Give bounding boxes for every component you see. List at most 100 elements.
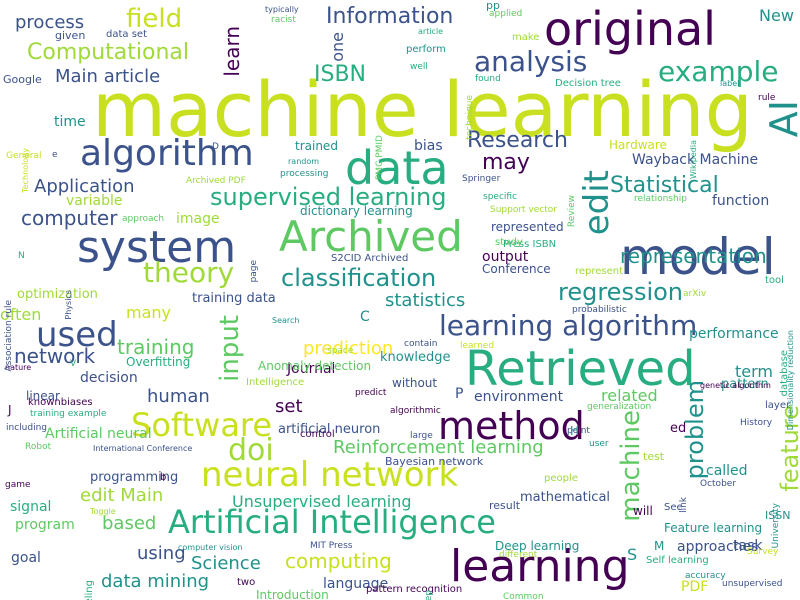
word-input: input <box>215 315 245 382</box>
word-control: control <box>300 429 335 440</box>
word-ai: AI <box>762 100 800 138</box>
word-statistics: statistics <box>385 290 466 311</box>
word-one: one <box>328 32 347 62</box>
word-large: large <box>410 431 433 441</box>
word-e: e <box>52 150 58 160</box>
word-problem: problem <box>681 380 709 480</box>
word-unsupervised-learning: Unsupervised learning <box>232 492 412 511</box>
word-n: N <box>18 251 25 261</box>
word-classification: classification <box>281 264 437 292</box>
word-predict: predict <box>355 388 387 398</box>
word-different: different <box>499 550 538 560</box>
word-c: C <box>360 309 370 325</box>
word-many: many <box>126 303 171 322</box>
word-including: including <box>6 423 47 433</box>
word-tool: tool <box>765 275 784 286</box>
word-represented: represented <box>491 220 564 234</box>
word-database: database <box>779 350 790 397</box>
word-learning-algorithm: learning algorithm <box>439 309 698 342</box>
word-page: page <box>249 260 259 283</box>
word-article: article <box>418 27 444 36</box>
word-using: using <box>137 543 186 564</box>
word-image: image <box>176 211 220 227</box>
word-b: b <box>160 472 167 483</box>
word-physics: Physics <box>64 290 73 320</box>
word-goal: goal <box>11 550 41 566</box>
word-association-rule: Association rule <box>4 300 14 372</box>
word-environment: environment <box>474 389 564 405</box>
word-space: space <box>327 346 354 356</box>
word-label: label <box>720 79 740 88</box>
word-often: often <box>0 305 42 324</box>
word-pmc-pmid: PMC PMID <box>375 135 385 181</box>
word-regression: regression <box>558 278 684 306</box>
word-training: training <box>117 335 195 359</box>
word-given: given <box>55 29 86 42</box>
word-original: original <box>544 2 716 56</box>
word-may: may <box>482 150 530 175</box>
word-term: term <box>735 362 773 381</box>
word-example: example <box>658 55 779 88</box>
word-task: task <box>733 538 763 554</box>
word-trained: trained <box>295 139 338 153</box>
word-output: output <box>482 249 529 265</box>
word-unsupervised: unsupervised <box>722 579 783 589</box>
word-generalization: generalization <box>587 402 652 412</box>
word-result: result <box>489 499 521 512</box>
word-support-vector: Support vector <box>490 205 557 215</box>
word-applied: applied <box>489 9 523 19</box>
word-j: J <box>8 403 12 417</box>
word-m: M <box>654 539 665 553</box>
word-computer: computer <box>21 206 118 230</box>
word-learning: learning <box>450 541 630 592</box>
word-google: Google <box>3 73 42 86</box>
word-training-data: training data <box>192 291 276 306</box>
word-rule: rule <box>758 93 776 103</box>
word-algorithm: algorithm <box>80 133 254 174</box>
word-data-set: data set <box>106 29 147 40</box>
word-edit-main: edit Main <box>80 485 164 506</box>
word-programming: programming <box>90 470 179 485</box>
word-october: October <box>700 479 737 489</box>
word-introduction: Introduction <box>256 588 329 600</box>
word-related: related <box>601 386 658 405</box>
word-s2cid-archived: S2CID Archived <box>331 253 409 264</box>
word-contain: contain <box>404 339 438 349</box>
word-program: program <box>15 517 75 533</box>
word-archived: Archived <box>279 212 463 261</box>
word-anomaly-detection: Anomaly detection <box>258 359 372 373</box>
word-make: make <box>512 32 540 43</box>
word-decision-tree: Decision tree <box>555 78 621 89</box>
word-isbn: ISBN <box>314 62 367 87</box>
word-linear: linear <box>26 389 60 403</box>
word-accuracy: accuracy <box>685 571 726 581</box>
word-statistical: Statistical <box>610 173 719 198</box>
word-algorithmic: algorithmic <box>390 406 441 416</box>
word-wikipedia: Wikipedia <box>689 140 698 180</box>
word-pdf: PDF <box>681 579 709 595</box>
word-variable: variable <box>66 193 123 209</box>
word-machine-learning: machine learning <box>92 65 753 154</box>
word-analysis: analysis <box>474 45 588 78</box>
word-feature-learning: Feature learning <box>664 521 763 535</box>
word-edit: edit <box>577 170 617 236</box>
word-supervised-learning: supervised learning <box>210 183 447 211</box>
word-signal: signal <box>10 499 52 515</box>
word-time: time <box>54 114 86 130</box>
word-computational: Computational <box>27 40 190 65</box>
word-pattern-recognition: pattern recognition <box>366 584 463 595</box>
word-reinforcement-learning: Reinforcement learning <box>333 437 544 458</box>
word-common: Common <box>503 592 544 600</box>
word-pattern: pattern <box>721 377 769 392</box>
word-relationship: relationship <box>634 194 687 204</box>
word-theory: theory <box>143 256 235 289</box>
word-artificial-neuron: artificial neuron <box>278 422 381 437</box>
word-representation: representation <box>620 244 767 268</box>
word-h: H <box>570 424 580 438</box>
word-software: Software <box>131 406 273 444</box>
word-doi: doi <box>228 433 274 468</box>
word-survey: Survey <box>747 547 779 557</box>
word-d: D <box>212 142 219 152</box>
word-see: See <box>664 502 683 513</box>
word-modeling: Modeling <box>84 580 95 600</box>
